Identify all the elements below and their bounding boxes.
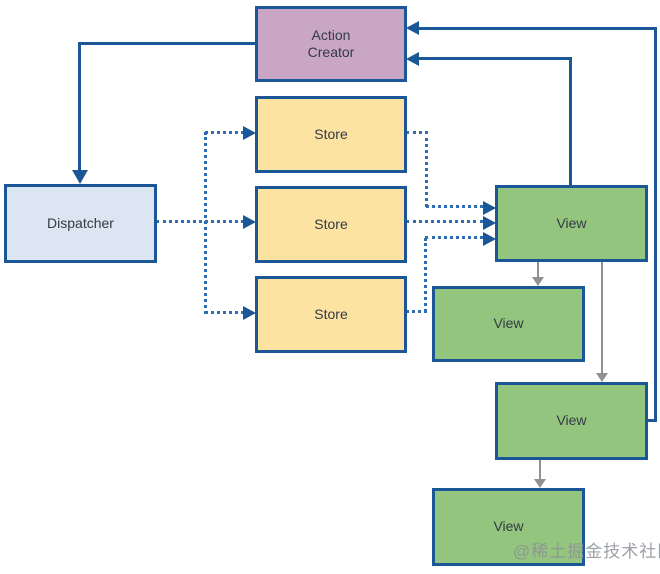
arrowhead-into-actioncreator-lower-icon — [406, 52, 419, 66]
edge-view3-to-actioncreator-horizontal — [419, 27, 657, 30]
arrowhead-into-view2-icon — [532, 277, 544, 286]
node-action-creator: Action Creator — [255, 6, 407, 82]
node-view-3: View — [495, 382, 648, 460]
edge-store2-to-view1 — [406, 220, 483, 223]
arrowhead-into-store2-icon — [243, 215, 256, 229]
arrowhead-into-view1-bottom-icon — [483, 232, 496, 246]
node-dispatcher-label: Dispatcher — [47, 214, 114, 231]
node-view-4: View — [432, 488, 585, 566]
edge-dispatcher-to-store2-horizontal — [156, 220, 244, 223]
node-view-2: View — [432, 286, 585, 362]
edge-actioncreator-to-dispatcher-vertical — [78, 42, 81, 171]
node-dispatcher: Dispatcher — [4, 184, 157, 263]
node-store-2-label: Store — [314, 215, 348, 232]
edge-view3-to-actioncreator-stub — [645, 419, 657, 422]
watermark: @稀土掘金技术社区 — [513, 542, 660, 561]
edge-store3-to-view1-out — [406, 310, 427, 313]
arrowhead-into-view1-top-icon — [483, 201, 496, 215]
node-store-3-label: Store — [314, 305, 348, 322]
edge-store1-to-view1-out — [406, 131, 428, 134]
edge-actioncreator-to-dispatcher-horizontal — [79, 42, 256, 45]
arrowhead-into-view3-icon — [596, 373, 608, 382]
node-store-3: Store — [255, 276, 407, 353]
node-store-2: Store — [255, 186, 407, 263]
arrowhead-into-dispatcher-icon — [72, 170, 88, 184]
node-store-1-label: Store — [314, 125, 348, 142]
edge-store1-to-view1-in — [426, 205, 483, 208]
node-view-2-label: View — [493, 315, 524, 332]
edge-dispatcher-branch-vertical — [204, 132, 207, 314]
node-view-1-label: View — [556, 214, 587, 231]
arrowhead-into-actioncreator-upper-icon — [406, 21, 419, 35]
edge-dispatcher-to-store1-horizontal — [205, 131, 244, 134]
node-store-1: Store — [255, 96, 407, 173]
edge-store1-to-view1-vertical — [425, 131, 428, 207]
edge-dispatcher-to-store3-horizontal — [205, 311, 244, 314]
edge-view3-to-view4 — [539, 459, 541, 480]
node-view-3-label: View — [556, 412, 587, 429]
edge-view1-to-view2 — [537, 261, 539, 279]
edge-store3-to-view1-in — [425, 236, 483, 239]
arrowhead-into-view4-icon — [534, 479, 546, 488]
arrowhead-into-view1-middle-icon — [483, 216, 496, 230]
edge-view1-to-view3 — [601, 261, 603, 374]
arrowhead-into-store3-icon — [243, 306, 256, 320]
edge-view3-to-actioncreator-vertical — [654, 27, 657, 421]
node-view-1: View — [495, 185, 648, 262]
edge-view1-to-actioncreator-horizontal — [419, 57, 572, 60]
edge-view1-to-actioncreator-vertical — [569, 57, 572, 186]
arrowhead-into-store1-icon — [243, 126, 256, 140]
node-view-4-label: View — [493, 518, 524, 535]
node-action-creator-label: Action Creator — [307, 26, 355, 61]
edge-store3-to-view1-vertical — [424, 238, 427, 312]
